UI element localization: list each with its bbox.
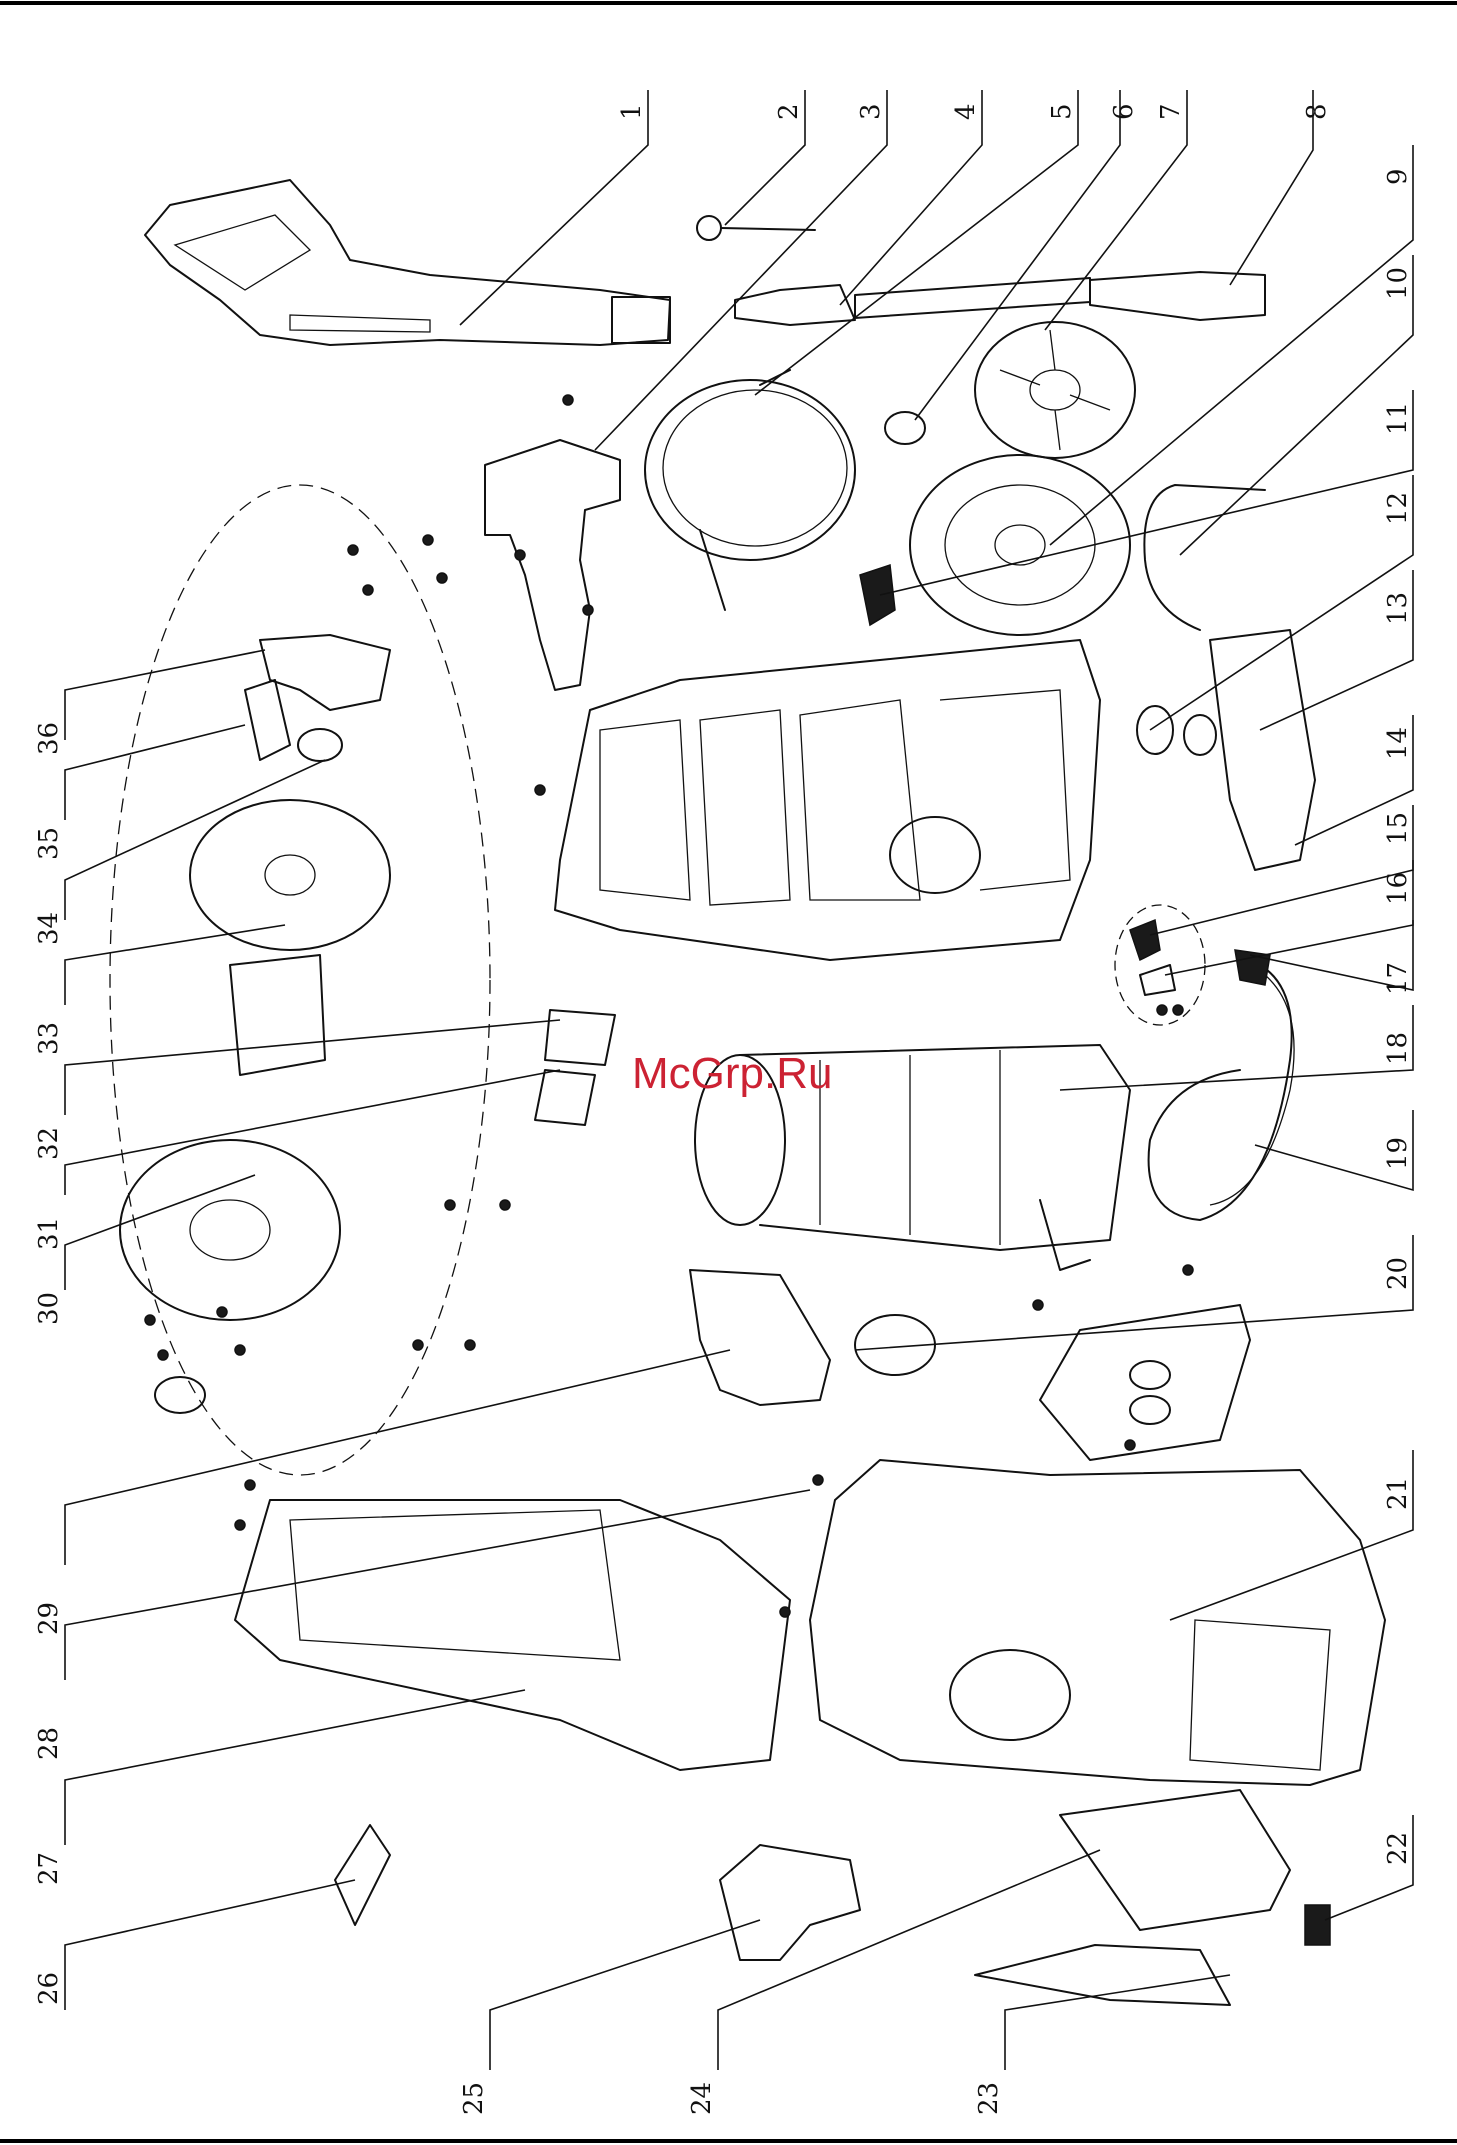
callout-8: 8: [1302, 103, 1332, 120]
callout-16: 16: [1383, 872, 1413, 905]
callout-34: 34: [34, 912, 64, 945]
callout-labels: 1 2 3 4 5 6 7 8 9 10 11 12 13 14 15 16 1…: [34, 103, 1413, 2115]
callout-10: 10: [1383, 267, 1413, 300]
part-22-knob: [1305, 1905, 1330, 1945]
callout-28: 28: [34, 1727, 64, 1760]
callout-13: 13: [1383, 592, 1413, 625]
callout-32: 32: [34, 1127, 64, 1160]
part-7-wheel-cover: [975, 322, 1135, 458]
callout-9: 9: [1383, 168, 1413, 185]
screws: [145, 395, 1193, 1617]
part-23-side-panel: [975, 1790, 1290, 2005]
callout-1: 1: [617, 103, 647, 120]
part-20-cover-plate: [1040, 1305, 1250, 1460]
part-5-hose: [645, 370, 855, 610]
callout-25: 25: [459, 2082, 489, 2115]
callout-18: 18: [1383, 1032, 1413, 1065]
callout-14: 14: [1383, 727, 1413, 760]
part-24-bracket: [720, 1845, 860, 1960]
watermark: McGrp.Ru: [632, 1049, 832, 1098]
callout-20: 20: [1383, 1257, 1413, 1290]
callout-6: 6: [1109, 103, 1139, 120]
callout-12: 12: [1383, 492, 1413, 525]
callout-2: 2: [774, 103, 804, 120]
part-10-connector: [860, 565, 895, 625]
callout-27: 27: [34, 1852, 64, 1885]
callout-33: 33: [34, 1022, 64, 1055]
callout-21: 21: [1383, 1477, 1413, 1510]
callout-24: 24: [687, 2082, 717, 2115]
part-9-tube: [1144, 485, 1265, 630]
part-13-detergent-tank: [1184, 630, 1315, 870]
callout-35: 35: [34, 827, 64, 860]
callout-26: 26: [34, 1972, 64, 2005]
part-1-spray-gun: [145, 180, 670, 345]
labels-30-31-plates: [535, 1010, 615, 1125]
part-group-30-36-reel: [110, 485, 490, 1475]
part-6-wheel-hub-cap: [885, 412, 925, 444]
callout-4: 4: [951, 103, 981, 120]
part-3-gun-holder: [485, 440, 620, 690]
part-11-base-frame: [555, 640, 1100, 960]
part-28-29-cover: [690, 1270, 935, 1405]
callout-31: 31: [34, 1217, 64, 1250]
callout-15: 15: [1383, 812, 1413, 845]
callout-23: 23: [974, 2082, 1004, 2115]
callout-29: 29: [34, 1602, 64, 1635]
callout-22: 22: [1383, 1832, 1413, 1865]
part-4-lance: [735, 272, 1265, 325]
callout-19: 19: [1383, 1137, 1413, 1170]
callout-7: 7: [1156, 103, 1186, 120]
part-12-cap: [1137, 706, 1173, 754]
part-27-rear-housing: [235, 1500, 790, 1770]
callout-36: 36: [34, 722, 64, 755]
part-26-filter: [335, 1825, 390, 1925]
callout-11: 11: [1383, 402, 1413, 435]
callout-17: 17: [1383, 962, 1413, 995]
callout-5: 5: [1047, 103, 1077, 120]
callout-3: 3: [856, 103, 886, 120]
callout-30: 30: [34, 1292, 64, 1325]
part-21-main-housing: [810, 1460, 1385, 1785]
part-2-nozzle-pin: [697, 216, 815, 240]
part-8-wheel: [910, 455, 1130, 635]
